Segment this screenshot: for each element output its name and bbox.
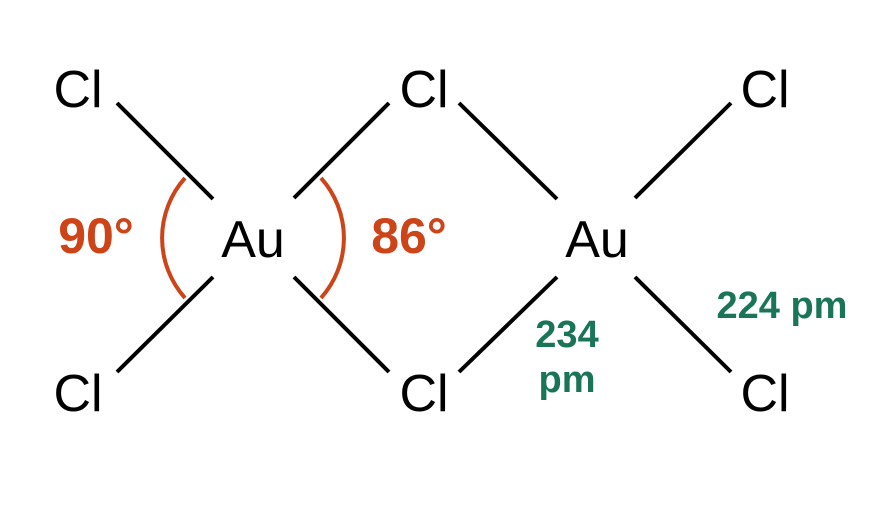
angle-arc-bridging bbox=[319, 176, 346, 300]
angle-arc-terminal bbox=[160, 176, 187, 300]
bond bbox=[292, 275, 391, 374]
angle-label-terminal: 90° bbox=[58, 208, 134, 264]
atom-cl-top-middle: Cl bbox=[399, 61, 448, 119]
atom-cl-bottom-middle: Cl bbox=[399, 365, 448, 423]
bond bbox=[633, 275, 733, 374]
bond bbox=[292, 101, 391, 200]
atom-cl-top-left: Cl bbox=[53, 61, 102, 119]
bond bbox=[115, 275, 215, 374]
bond bbox=[633, 101, 733, 200]
bond bbox=[457, 275, 559, 374]
bonds bbox=[115, 101, 733, 374]
atom-cl-bottom-left: Cl bbox=[53, 365, 102, 423]
bond-length-bridging-unit: pm bbox=[539, 359, 596, 401]
atom-au-right: Au bbox=[565, 211, 629, 269]
atom-au-left: Au bbox=[221, 211, 285, 269]
bond-length-bridging-value: 234 bbox=[535, 314, 598, 356]
bond bbox=[115, 101, 215, 201]
atom-cl-top-right: Cl bbox=[740, 61, 789, 119]
angle-label-bridging: 86° bbox=[371, 208, 447, 264]
bond-length-terminal: 224 pm bbox=[717, 285, 848, 327]
atom-cl-bottom-right: Cl bbox=[740, 365, 789, 423]
bond bbox=[457, 101, 559, 201]
